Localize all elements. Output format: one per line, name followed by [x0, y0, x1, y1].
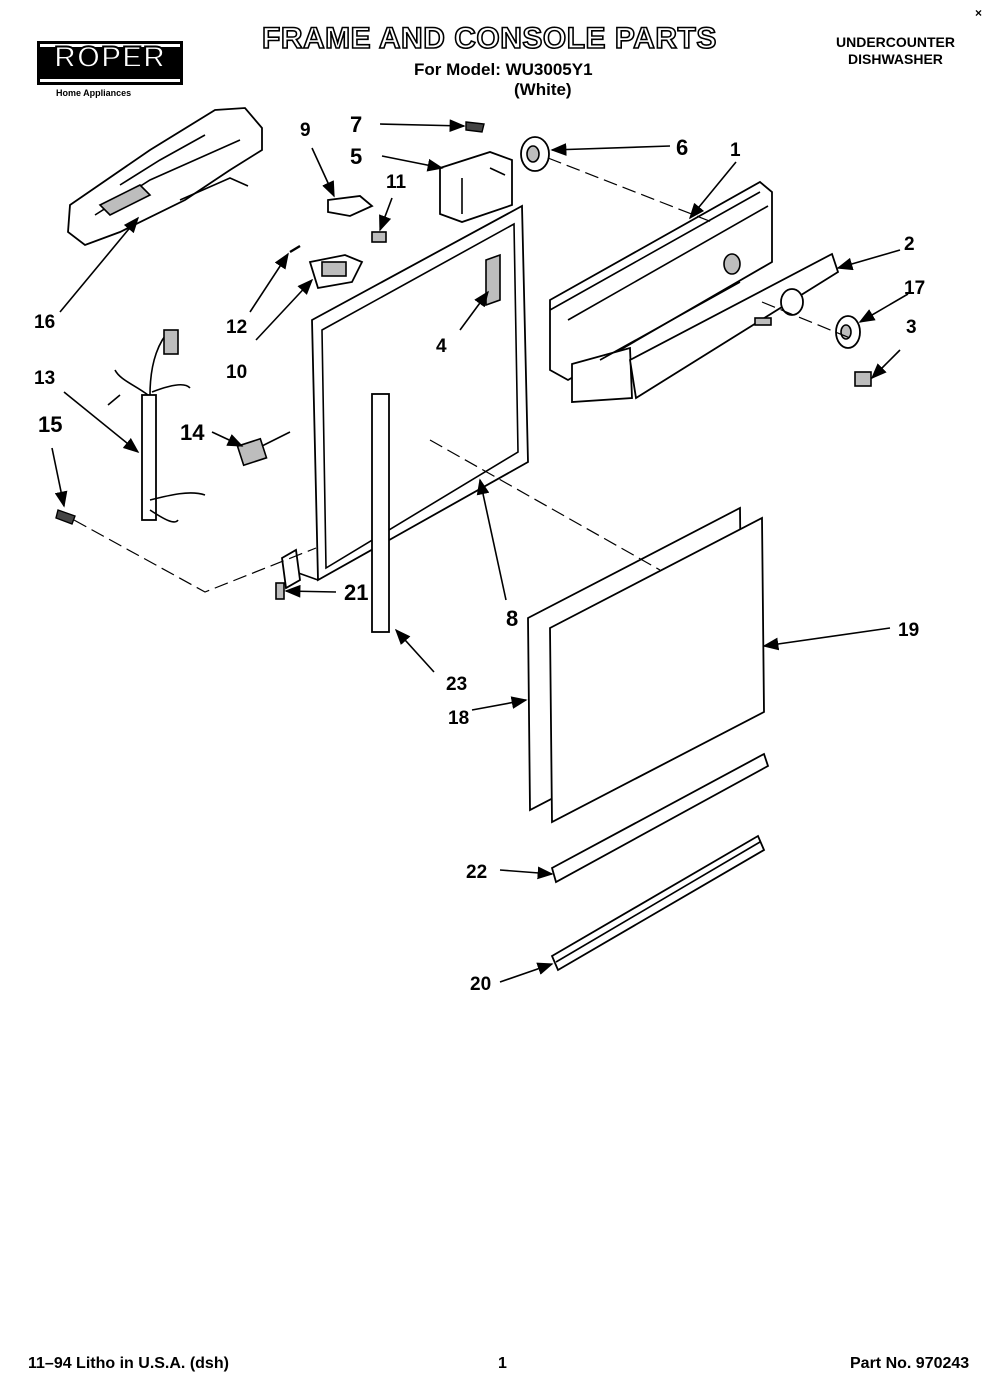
roper-logo [37, 41, 183, 85]
part-9-bracket [327, 195, 374, 217]
print-info: 11–94 Litho in U.S.A. (dsh) [28, 1355, 229, 1372]
part-5-latch [439, 151, 513, 223]
part-14-switch [236, 431, 291, 467]
part-22-lower-trim [550, 752, 770, 884]
part-11-clip [371, 231, 387, 243]
part-16-vent-housing [67, 107, 263, 247]
callout-1: 1 [730, 140, 741, 161]
page-number: 1 [498, 1355, 507, 1372]
callout-8: 8 [506, 606, 518, 631]
part-1-console [549, 180, 773, 403]
model-line: For Model: WU3005Y1 [414, 60, 593, 79]
callout-14: 14 [180, 420, 205, 445]
callout-19: 19 [898, 620, 919, 641]
assembly-guide-lines [73, 157, 851, 593]
page-title: FRAME AND CONSOLE PARTS [261, 21, 717, 56]
color-line: (White) [514, 80, 572, 99]
brand-tagline: Home Appliances [56, 88, 132, 98]
callout-20: 20 [470, 974, 491, 995]
part-2-control-panel [629, 252, 840, 400]
callout-2: 2 [904, 234, 915, 255]
part-19-door-panel-front [549, 516, 765, 824]
leader-lines [51, 119, 909, 983]
part-7-screw [465, 121, 485, 133]
product-type-line2: DISHWASHER [848, 51, 943, 67]
callout-7: 7 [350, 112, 362, 137]
corner-mark: × [975, 6, 983, 20]
callout-23: 23 [446, 674, 467, 695]
part-15-screw [55, 509, 76, 525]
callout-11: 11 [386, 172, 407, 193]
part-23-strip [371, 393, 390, 633]
callout-labels: 1 2 3 4 5 6 7 8 9 10 11 12 13 14 15 16 1… [34, 112, 925, 995]
callout-21: 21 [344, 580, 368, 605]
product-type-line1: UNDERCOUNTER [836, 34, 955, 50]
part-12-pin [289, 244, 301, 254]
part-17-knob [835, 315, 861, 349]
part-number: Part No. 970243 [850, 1355, 970, 1372]
callout-18: 18 [448, 708, 469, 729]
callout-5: 5 [350, 144, 362, 169]
callout-10: 10 [226, 362, 247, 383]
part-20-toe-strip [550, 834, 766, 972]
part-21-fastener [275, 582, 285, 600]
callout-16: 16 [34, 312, 55, 333]
part-3-clip [854, 371, 872, 387]
callout-15: 15 [38, 412, 62, 437]
callout-17: 17 [904, 278, 925, 299]
callout-3: 3 [906, 317, 917, 338]
part-13-wire-harness [107, 329, 206, 523]
callout-13: 13 [34, 368, 55, 389]
callout-22: 22 [466, 862, 487, 883]
brand-name: ROPER [53, 40, 166, 75]
callout-4: 4 [436, 336, 447, 357]
part-10-holder [308, 254, 364, 290]
callout-9: 9 [300, 120, 311, 141]
part-6-knob [520, 136, 550, 172]
callout-6: 6 [676, 135, 688, 160]
callout-12: 12 [226, 317, 247, 338]
part-4-door-frame [281, 204, 529, 590]
